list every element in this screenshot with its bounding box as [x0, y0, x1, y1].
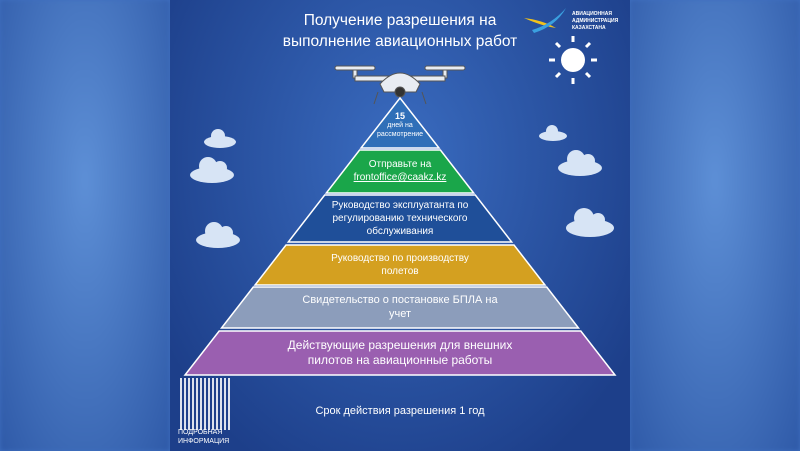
blurred-background-left — [0, 0, 170, 451]
cloud-icon — [539, 125, 567, 141]
blurred-background-right — [630, 0, 800, 451]
pyramid-layer-email — [324, 149, 476, 194]
title-line: выполнение авиационных работ — [282, 33, 518, 50]
drone-icon — [334, 65, 466, 105]
cloud-icon — [204, 129, 236, 148]
pyramid-layer-maintenance — [286, 194, 514, 243]
infographic-title: Получение разрешения на выполнение авиац… — [170, 10, 630, 52]
title-line: Получение разрешения на — [303, 12, 497, 29]
cloud-icon — [566, 208, 614, 237]
email-link[interactable]: frontoffice@caakz.kz — [353, 172, 447, 183]
pyramid-diagram — [183, 36, 617, 376]
qr-code[interactable] — [180, 378, 230, 430]
pyramid-layer-review — [359, 96, 441, 149]
cloud-icon — [558, 150, 602, 176]
pyramid-layer-registration — [219, 286, 581, 329]
cloud-icon — [196, 222, 240, 248]
infographic-panel: Получение разрешения на выполнение авиац… — [170, 0, 630, 451]
pyramid-layer-permits — [183, 330, 617, 376]
logo-wing-icon — [524, 8, 566, 33]
clouds — [190, 125, 614, 248]
cloud-icon — [190, 157, 234, 183]
permit-validity-note: Срок действия разрешения 1 год — [315, 405, 485, 417]
pyramid-layer-flight-manual — [253, 244, 547, 286]
sun-icon — [549, 36, 597, 84]
